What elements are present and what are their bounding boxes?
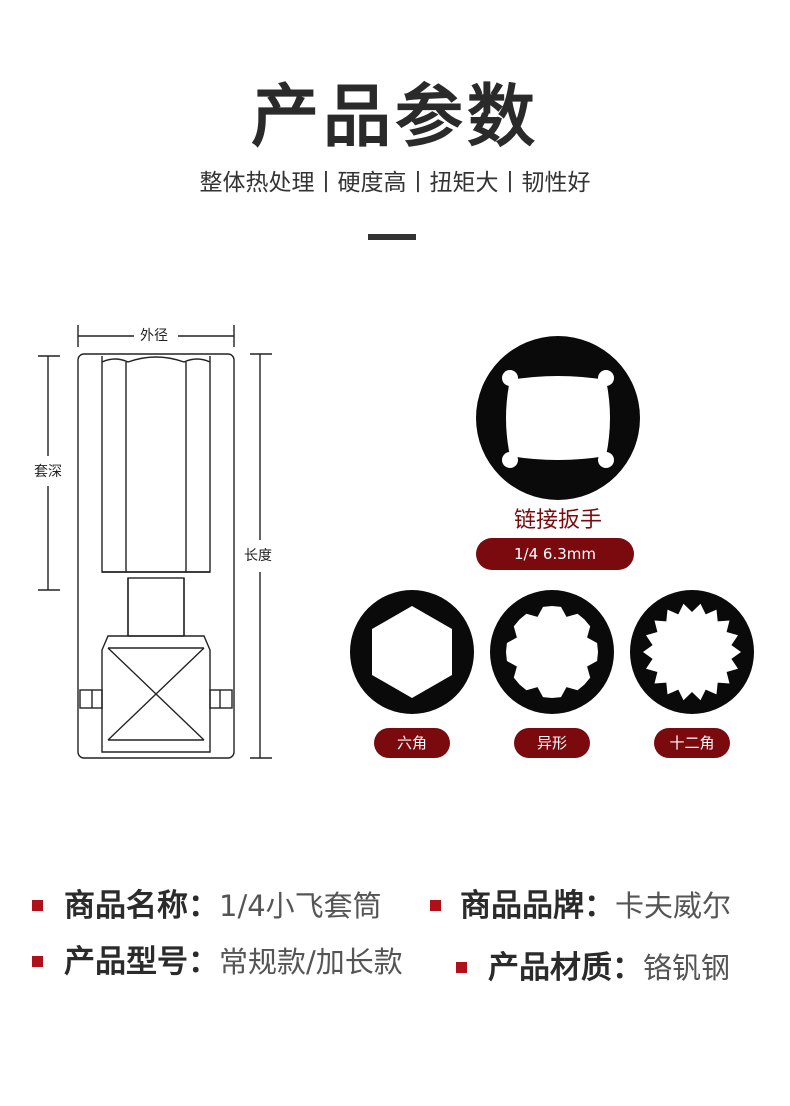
bullet-marker bbox=[456, 962, 467, 973]
spec-value: 1/4小飞套筒 bbox=[219, 889, 382, 923]
hexagon-badge: 六角 bbox=[374, 728, 450, 758]
bullet-marker bbox=[32, 956, 43, 967]
bullet-marker bbox=[32, 900, 43, 911]
socket-diagram bbox=[38, 325, 272, 759]
spec-value: 常规款/加长款 bbox=[219, 945, 403, 979]
outer-diameter-label: 外径 bbox=[140, 328, 168, 344]
spec-key: 产品材质： bbox=[488, 950, 643, 986]
spec-key: 商品品牌： bbox=[460, 888, 615, 924]
twelve-point-socket-icon bbox=[630, 590, 754, 714]
spec-value: 卡夫威尔 bbox=[615, 889, 732, 923]
page-subtitle: 整体热处理丨硬度高丨扭矩大丨韧性好 bbox=[199, 170, 591, 196]
drive-size-badge: 1/4 6.3mm bbox=[476, 538, 634, 570]
spec-key: 产品型号： bbox=[64, 944, 219, 980]
page-title: 产品参数 bbox=[250, 78, 539, 157]
spec-brand: 商品品牌：卡夫威尔 bbox=[460, 886, 731, 926]
spec-value: 铬钒钢 bbox=[643, 951, 731, 985]
special-profile-socket-icon bbox=[490, 590, 614, 714]
twelve-point-badge: 十二角 bbox=[654, 728, 730, 758]
length-dimension bbox=[250, 353, 272, 759]
title-divider bbox=[368, 234, 416, 240]
spec-product-name: 商品名称：1/4小飞套筒 bbox=[64, 886, 382, 926]
socket-depth-dimension bbox=[38, 355, 60, 591]
hexagon-socket-icon bbox=[350, 590, 474, 714]
socket-depth-label: 套深 bbox=[34, 464, 62, 480]
spec-model: 产品型号：常规款/加长款 bbox=[64, 942, 403, 982]
spec-material: 产品材质：铬钒钢 bbox=[488, 948, 730, 988]
outer-diameter-dimension bbox=[77, 325, 235, 347]
spec-key: 商品名称： bbox=[64, 888, 219, 924]
socket-body bbox=[77, 353, 235, 759]
special-profile-shape bbox=[506, 606, 598, 698]
twelve-point-shape bbox=[643, 603, 741, 701]
bullet-marker bbox=[430, 900, 441, 911]
square-drive-icon bbox=[476, 336, 640, 500]
special-profile-badge: 异形 bbox=[514, 728, 590, 758]
drive-caption: 链接扳手 bbox=[513, 508, 602, 533]
length-label: 长度 bbox=[244, 548, 272, 564]
